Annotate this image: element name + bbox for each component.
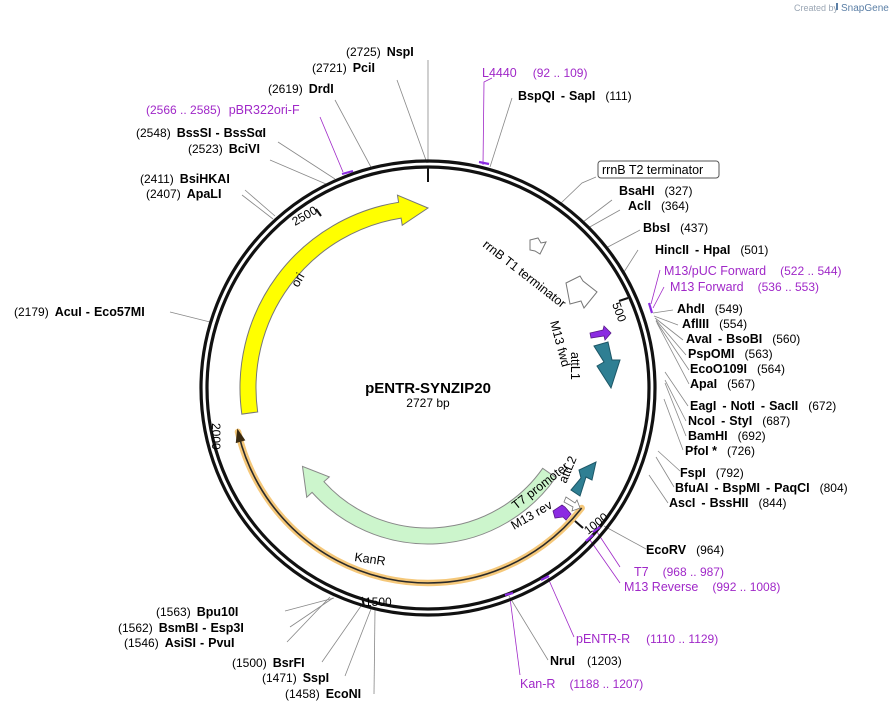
tick-2000: 2000 — [209, 423, 223, 450]
site-label-bcivi: (2523)BciVI — [188, 142, 260, 156]
tick-1500: 1500 — [365, 595, 392, 609]
rrnb-t2-label-box: rrnB T2 terminator — [597, 160, 720, 179]
site-label-bspqi: BspQI-SapI(111) — [518, 89, 632, 103]
site-label-pcii: (2721)PciI — [312, 61, 375, 75]
site-label-acui: (2179)AcuI-Eco57MI — [14, 305, 145, 319]
primer-binding-sites — [341, 160, 654, 597]
site-label-afliii: AflIII(554) — [682, 317, 747, 331]
site-label-fspi: FspI(792) — [680, 466, 744, 480]
t7-promoter-arrow — [563, 496, 581, 512]
site-label-asisi: (1546)AsiSI-PvuI — [124, 636, 235, 650]
site-label-ecoo109i: EcoO109I(564) — [690, 362, 785, 376]
site-label-bsssi: (2548)BssSI-BssSαI — [136, 126, 266, 140]
ori-label: ori — [288, 270, 307, 289]
backbone-inner — [205, 165, 651, 611]
site-label-pfoi: PfoI *(726) — [685, 444, 755, 458]
site-label-ncoi: NcoI-StyI(687) — [688, 414, 790, 428]
site-label-bsahi: BsaHI(327) — [619, 184, 692, 198]
site-label-econi: (1458)EcoNI — [285, 687, 361, 701]
primer-label-pentr-r: pENTR-R(1110 .. 1129) — [576, 632, 718, 646]
primer-label-t7: T7(968 .. 987) — [634, 565, 724, 579]
kanr-arrow — [301, 465, 557, 545]
tick-500: 500 — [609, 300, 629, 324]
position-ticks — [208, 168, 629, 607]
leader-lines — [169, 60, 690, 695]
primer-label-l4440: L4440(92 .. 109) — [482, 66, 587, 80]
kanr-orf-line — [238, 434, 583, 584]
site-label-eagi: EagI-NotI-SacII(672) — [690, 399, 836, 413]
attl1-label: attL1 — [568, 352, 582, 380]
attl2-arrow — [570, 461, 597, 497]
m13-rev-arrow — [552, 504, 572, 521]
site-label-pspomi: PspOMI(563) — [688, 347, 773, 361]
primer-label-m13-forward: M13 Forward(536 .. 553) — [670, 280, 819, 294]
rrnb-t2-label: rrnB T2 terminator — [602, 163, 703, 177]
site-label-apali: (2407)ApaLI — [146, 187, 221, 201]
ori-arrow — [239, 194, 430, 415]
site-label-apai: ApaI(567) — [690, 377, 755, 391]
rrnb-t1-arrow — [565, 275, 598, 309]
m13-fwd-arrow — [589, 325, 612, 341]
primer-label-pbr322ori-f: (2566 .. 2585)pBR322ori-F — [146, 103, 300, 117]
primer-label-m13-puc-forward: M13/pUC Forward(522 .. 544) — [664, 264, 842, 278]
site-label-avai: AvaI-BsoBI(560) — [686, 332, 800, 346]
site-label-nspi: (2725)NspI — [346, 45, 414, 59]
attl1-arrow — [593, 341, 621, 390]
site-label-bbsi: BbsI(437) — [643, 221, 708, 235]
plasmid-length: 2727 bp — [406, 396, 450, 410]
backbone-outer — [199, 159, 657, 617]
primer-label-m13-reverse: M13 Reverse(992 .. 1008) — [624, 580, 780, 594]
site-label-bsihkai: (2411)BsiHKAI — [140, 172, 230, 186]
credit-brand: SnapGene — [841, 3, 889, 14]
plasmid-name: pENTR-SYNZIP20 — [365, 380, 491, 397]
rrnb-t1-label: rrnB T1 terminator — [480, 237, 568, 310]
snapgene-logo-icon — [836, 3, 838, 10]
site-label-nrui: NruI(1203) — [550, 654, 622, 668]
site-label-bsrfi: (1500)BsrFI — [232, 656, 305, 670]
site-label-ecorv: EcoRV(964) — [646, 543, 724, 557]
tick-2500: 2500 — [290, 203, 320, 229]
site-label-acli: AclI(364) — [628, 199, 689, 213]
credit-prefix: Created by — [794, 3, 839, 13]
rrnb-t2-arrow — [529, 237, 547, 255]
kanr-orf-arrowhead — [235, 428, 246, 444]
site-label-bpu10i: (1563)Bpu10I — [156, 605, 238, 619]
site-label-drdi: (2619)DrdI — [268, 82, 334, 96]
site-label-asci: AscI-BssHII(844) — [669, 496, 787, 510]
site-label-bsmbi: (1562)BsmBI-Esp3I — [118, 621, 244, 635]
site-label-hincii: HincII-HpaI(501) — [655, 243, 768, 257]
site-label-bfuai: BfuAI-BspMI-PaqCI(804) — [675, 481, 848, 495]
site-label-ahdi: AhdI(549) — [677, 302, 743, 316]
site-label-sspi: (1471)SspI — [262, 671, 329, 685]
site-label-bamhi: BamHI(692) — [688, 429, 766, 443]
kanr-label: KanR — [354, 550, 387, 568]
primer-label-kan-r: Kan-R(1188 .. 1207) — [520, 677, 643, 691]
